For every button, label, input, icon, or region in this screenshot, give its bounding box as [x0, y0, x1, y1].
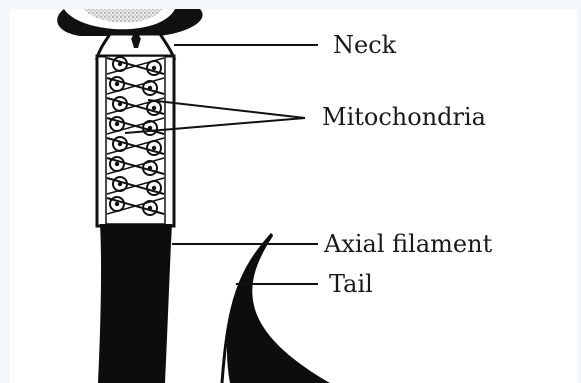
label-axial-filament: Axial filament: [323, 230, 493, 258]
tail-region: [98, 224, 330, 383]
mitochondrion-core: [115, 162, 119, 166]
label-mitochondria: Mitochondria: [322, 103, 486, 131]
mitochondrion-core: [115, 82, 119, 86]
mitochondrion-core: [152, 146, 156, 150]
neck-region: [97, 34, 174, 58]
head: [57, 9, 202, 36]
mitochondrion-core: [152, 186, 156, 190]
mitochondrion-core: [115, 202, 119, 206]
mitochondrion-core: [152, 66, 156, 70]
label-tail: Tail: [329, 270, 373, 298]
label-neck: Neck: [333, 31, 397, 59]
mitochondrion-core: [152, 106, 156, 110]
mitochondrion-core: [115, 122, 119, 126]
middle-piece: [97, 56, 174, 226]
